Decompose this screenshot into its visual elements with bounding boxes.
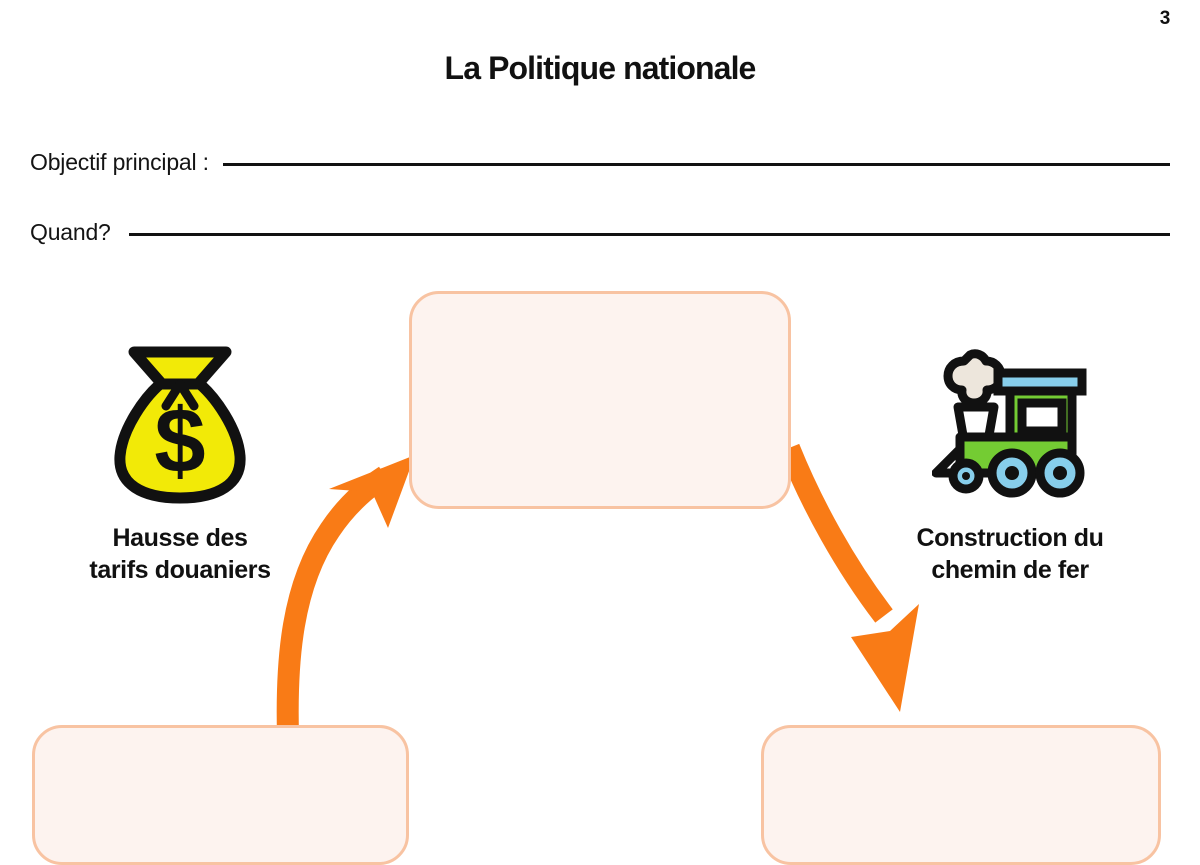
caption-train-line2: chemin de fer (931, 556, 1089, 584)
caption-money-bag: Hausse des tarifs douaniers (20, 522, 340, 586)
page-number: 3 (1159, 8, 1171, 29)
money-bag-icon: $ (104, 344, 256, 504)
answer-line-objectif[interactable] (222, 163, 1170, 166)
worksheet-page: 3 La Politique nationale Objectif princi… (20, 8, 1171, 865)
prompt-row-quand: Quand? (30, 219, 1170, 246)
caption-money-bag-line1: Hausse des (112, 524, 248, 552)
caption-train: Construction du chemin de fer (860, 522, 1160, 586)
prompt-label-quand: Quand? (30, 219, 111, 245)
prompt-row-objectif: Objectif principal : (30, 149, 1170, 176)
page-title: La Politique nationale (444, 50, 757, 86)
caption-money-bag-line2: tarifs douaniers (89, 556, 271, 584)
train-icon (931, 345, 1088, 501)
prompt-label-objectif: Objectif principal : (30, 149, 209, 175)
svg-text:$: $ (154, 390, 205, 492)
caption-train-line1: Construction du (916, 524, 1104, 552)
center-answer-box[interactable] (409, 291, 791, 509)
bottom-left-answer-box[interactable] (32, 725, 409, 865)
answer-line-quand[interactable] (128, 233, 1170, 236)
left-arrow-up-icon (276, 455, 415, 736)
bottom-right-answer-box[interactable] (761, 725, 1161, 865)
